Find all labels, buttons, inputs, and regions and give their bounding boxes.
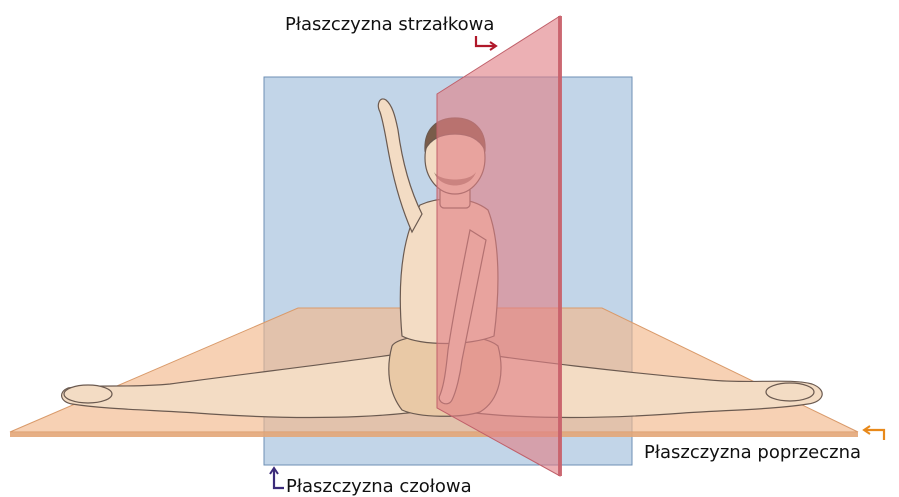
frontal-plane-arrow-icon [270, 468, 284, 488]
sagittal-plane-edge [558, 16, 562, 476]
sagittal-plane-arrow-icon [476, 36, 496, 50]
sagittal-plane-label: Płaszczyzna strzałkowa [285, 16, 494, 34]
left-foot [64, 385, 112, 403]
frontal-plane-label: Płaszczyzna czołowa [286, 478, 472, 496]
transverse-plane-edge [10, 432, 858, 437]
sagittal-plane [437, 16, 560, 476]
transverse-plane-label: Płaszczyzna poprzeczna [644, 444, 861, 462]
transverse-plane-arrow-icon [864, 426, 884, 440]
right-foot [766, 383, 814, 401]
